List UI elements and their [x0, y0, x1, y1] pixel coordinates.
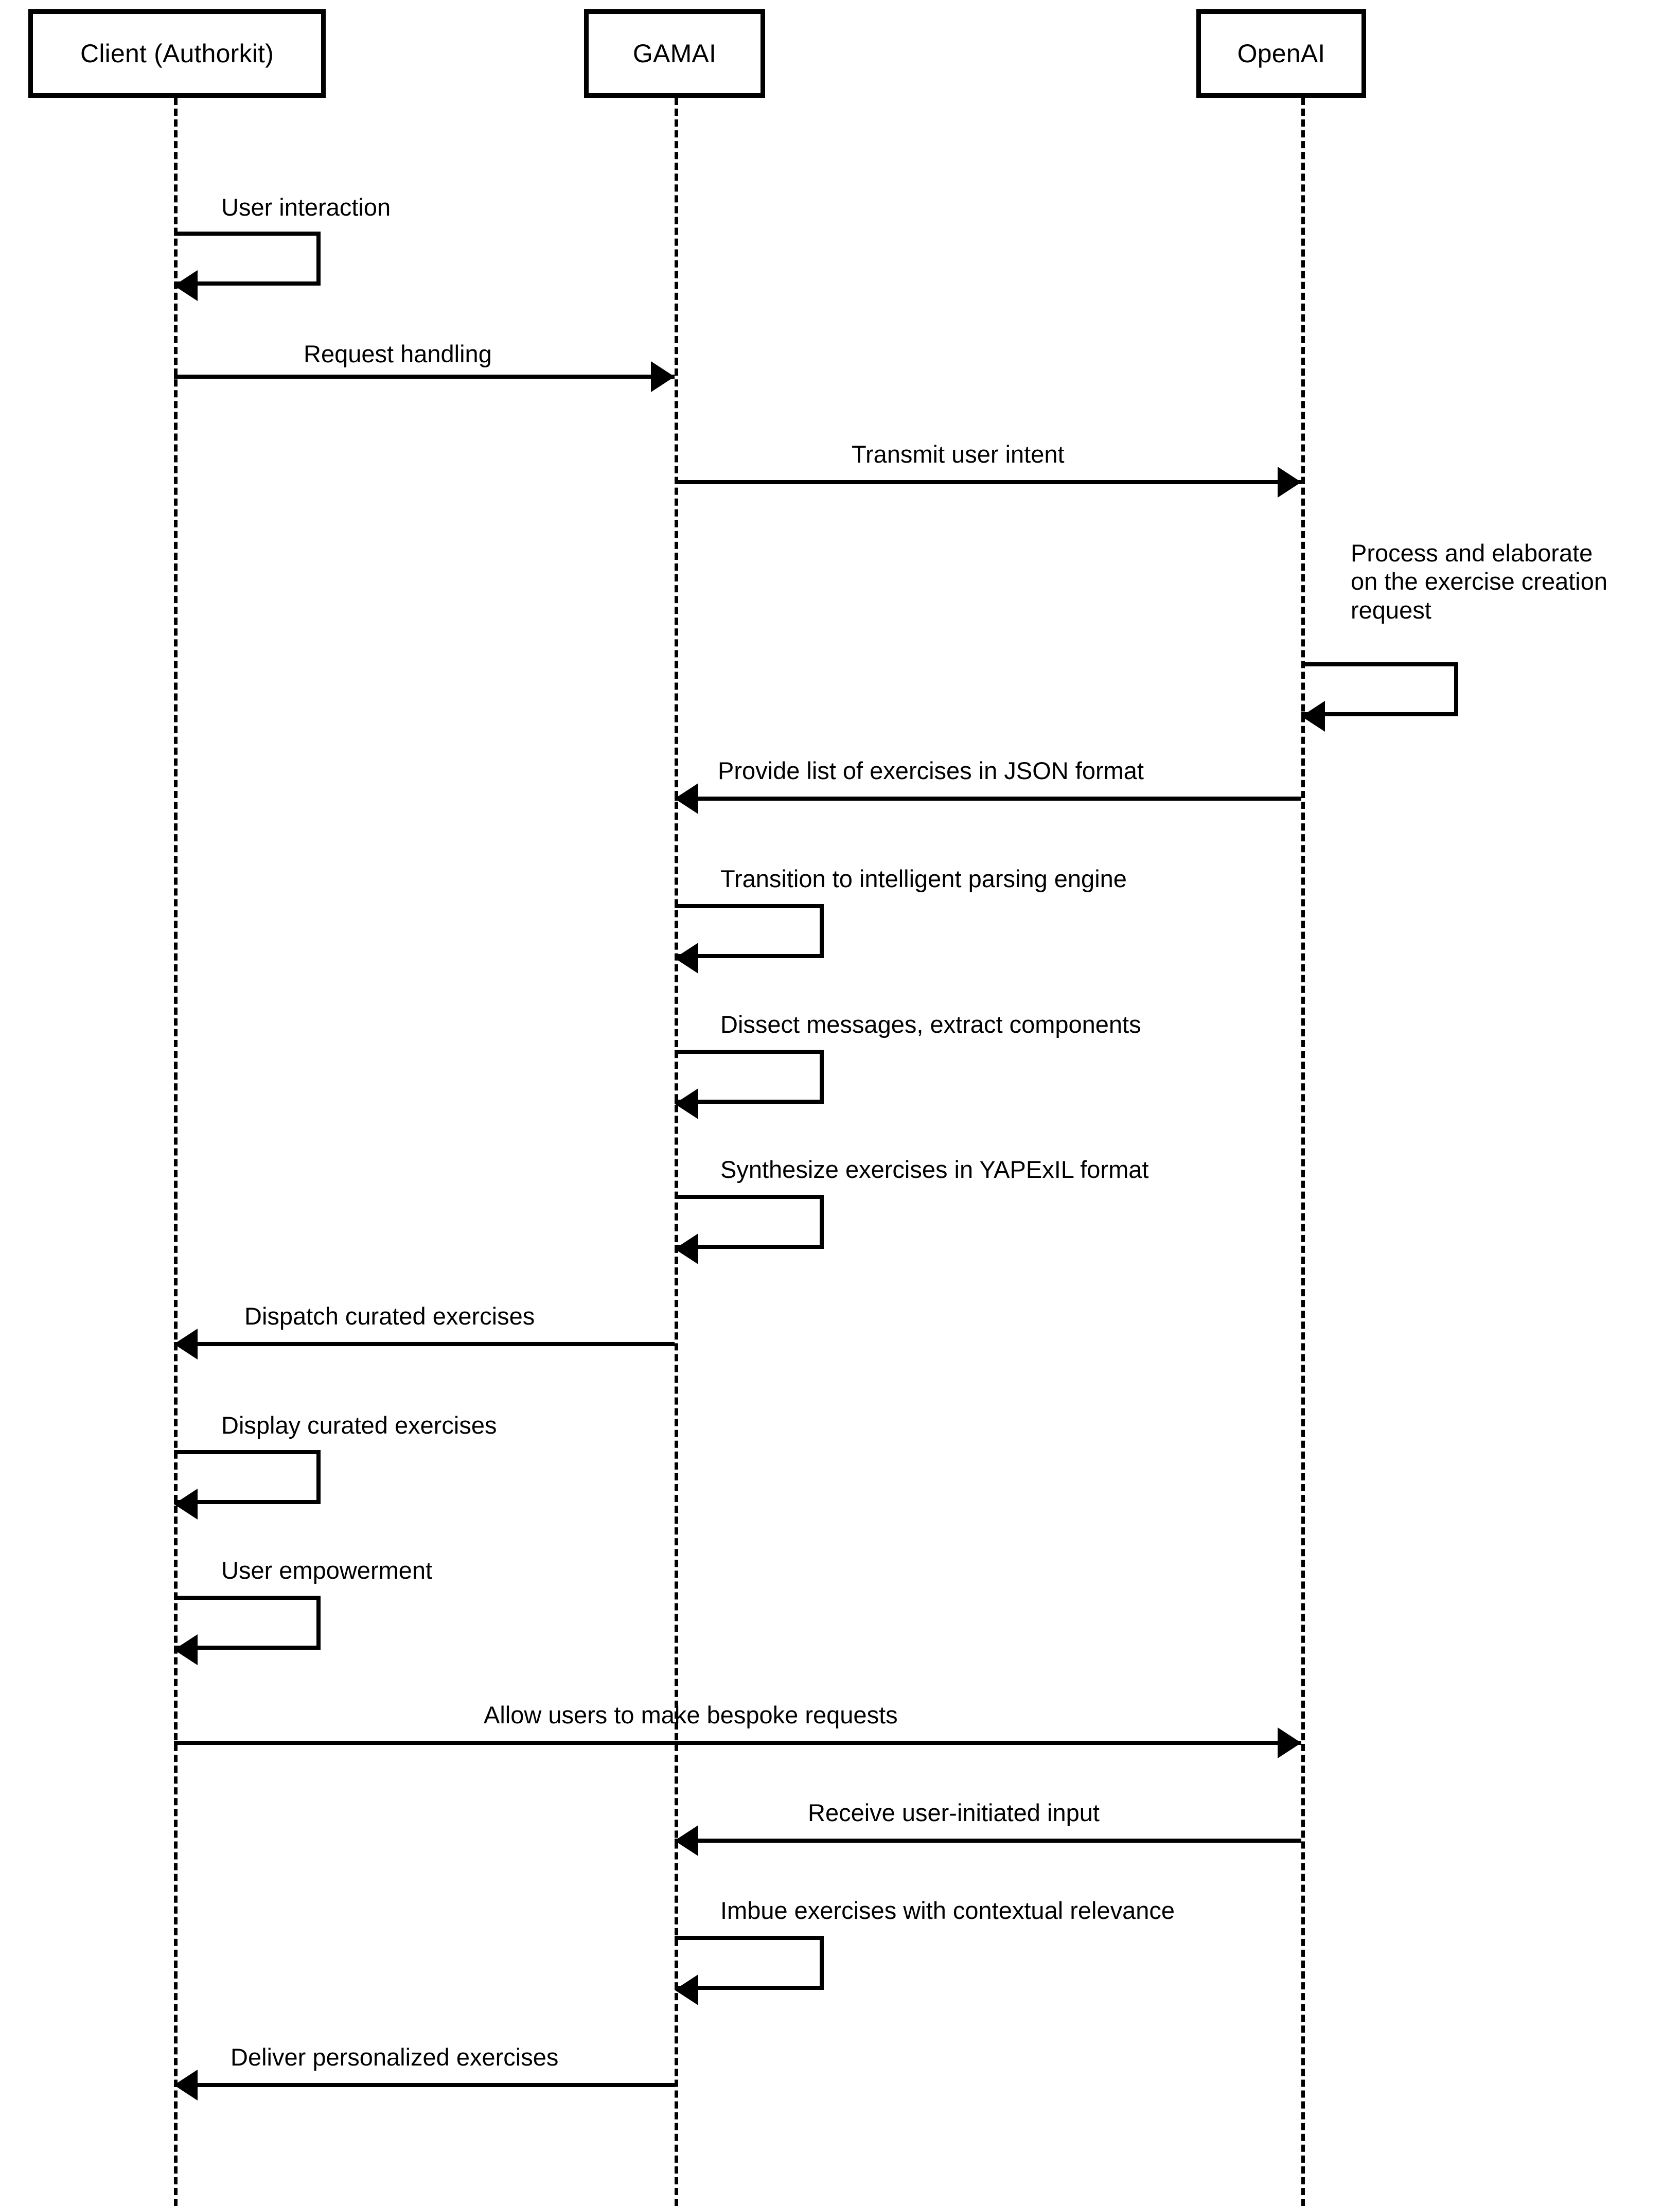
message-label-line-2: on the exercise creation: [1351, 568, 1608, 595]
message-line-deliver-personalized-exercises: [174, 2083, 675, 2087]
message-label-transition-parsing-engine: Transition to intelligent parsing engine: [720, 865, 1127, 892]
participant-label-gamai: GAMAI: [632, 39, 717, 68]
message-label-allow-bespoke-requests: Allow users to make bespoke requests: [484, 1701, 898, 1728]
message-label-provide-list-json: Provide list of exercises in JSON format: [718, 757, 1144, 784]
self-message-loop-synthesize-yapexil: [675, 1195, 824, 1249]
participant-box-openai[interactable]: OpenAI: [1196, 9, 1366, 98]
message-label-synthesize-yapexil: Synthesize exercises in YAPExIL format: [720, 1156, 1149, 1183]
message-label-user-empowerment: User empowerment: [221, 1557, 433, 1584]
self-message-loop-dissect-messages: [675, 1050, 824, 1104]
lifeline-openai: [1301, 98, 1305, 2206]
participant-box-client[interactable]: Client (Authorkit): [28, 9, 326, 98]
message-label-user-interaction: User interaction: [221, 193, 391, 221]
message-line-transmit-user-intent: [675, 480, 1301, 484]
self-message-loop-user-interaction: [174, 232, 321, 286]
arrowhead-dissect-messages: [675, 1088, 698, 1119]
message-label-request-handling: Request handling: [304, 340, 492, 367]
message-line-allow-bespoke-requests: [174, 1741, 1301, 1745]
arrowhead-transition-parsing-engine: [675, 943, 698, 974]
arrowhead-transmit-user-intent: [1278, 467, 1301, 498]
message-label-display-curated-exercises: Display curated exercises: [221, 1411, 497, 1439]
arrowhead-request-handling: [651, 361, 675, 392]
message-line-dispatch-curated-exercises: [174, 1342, 675, 1346]
message-label-receive-user-initiated-input: Receive user-initiated input: [808, 1799, 1100, 1826]
message-label-deliver-personalized-exercises: Deliver personalized exercises: [231, 2043, 559, 2071]
message-line-receive-user-initiated-input: [675, 1839, 1301, 1843]
arrowhead-dispatch-curated-exercises: [174, 1329, 198, 1360]
participant-label-openai: OpenAI: [1237, 39, 1325, 68]
lifeline-client: [174, 98, 178, 2206]
message-label-dissect-messages: Dissect messages, extract components: [720, 1011, 1141, 1038]
message-line-request-handling: [174, 375, 675, 379]
participant-box-gamai[interactable]: GAMAI: [584, 9, 765, 98]
message-line-provide-list-json-main: [675, 797, 1301, 801]
self-message-loop-process-and-elaborate: [1301, 662, 1458, 716]
message-label-process-and-elaborate: Process and elaborate on the exercise cr…: [1351, 539, 1670, 624]
self-message-loop-transition-parsing-engine: [675, 904, 824, 958]
arrowhead-process-and-elaborate: [1301, 701, 1325, 732]
message-label-line-3: request: [1351, 596, 1431, 624]
arrowhead-user-empowerment: [174, 1634, 198, 1665]
arrowhead-display-curated-exercises: [174, 1489, 198, 1520]
self-message-loop-display-curated-exercises: [174, 1450, 321, 1504]
arrowhead-allow-bespoke-requests: [1278, 1727, 1301, 1758]
arrowhead-deliver-personalized-exercises: [174, 2070, 198, 2101]
message-label-line-1: Process and elaborate: [1351, 539, 1593, 567]
participant-label-client: Client (Authorkit): [80, 39, 274, 68]
self-message-loop-imbue-contextual-relevance: [675, 1936, 824, 1990]
self-message-loop-user-empowerment: [174, 1596, 321, 1650]
message-label-transmit-user-intent: Transmit user intent: [852, 440, 1065, 468]
arrowhead-receive-user-initiated-input: [675, 1825, 698, 1856]
message-label-imbue-contextual-relevance: Imbue exercises with contextual relevanc…: [720, 1897, 1175, 1924]
arrowhead-synthesize-yapexil: [675, 1233, 698, 1264]
message-label-dispatch-curated-exercises: Dispatch curated exercises: [244, 1302, 535, 1330]
lifeline-gamai: [675, 98, 678, 2206]
arrowhead-provide-list-json: [675, 783, 698, 814]
arrowhead-imbue-contextual-relevance: [675, 1974, 698, 2005]
arrowhead-user-interaction: [174, 270, 198, 301]
